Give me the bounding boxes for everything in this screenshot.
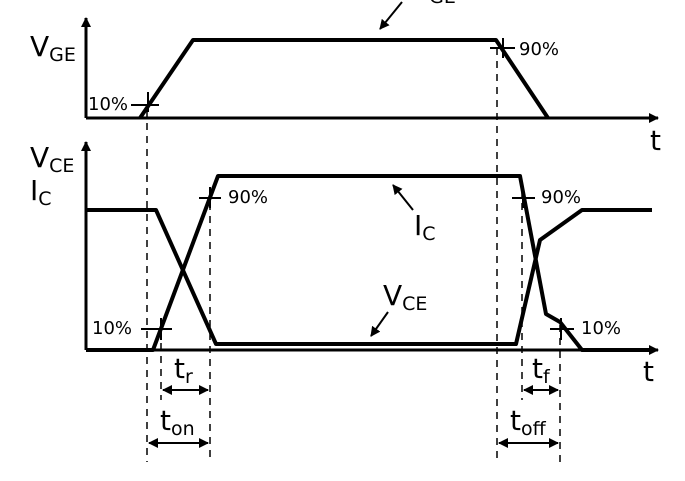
reference-lines bbox=[146, 48, 561, 462]
top-y-axis-label: VGE bbox=[30, 30, 76, 66]
tr-label: tr bbox=[174, 352, 193, 388]
vce-waveform bbox=[86, 208, 652, 346]
vge-pointer-arrow bbox=[379, 1, 403, 30]
bottom-y-axis-label-vce: VCE bbox=[30, 141, 74, 177]
ic-10-off-label: 10% bbox=[581, 318, 621, 339]
vce-pointer-arrow bbox=[370, 311, 389, 337]
top-x-axis-label: t bbox=[650, 124, 661, 157]
ic-10-label: 10% bbox=[92, 318, 132, 339]
vce-curve-label: VCE bbox=[383, 279, 427, 315]
vge-90-label: 90% bbox=[519, 39, 559, 60]
ic-curve-label: IC bbox=[414, 209, 436, 245]
intervals: tr tf ton toff bbox=[148, 352, 559, 448]
toff-label: toff bbox=[510, 404, 547, 440]
vge-10-label: 10% bbox=[88, 94, 128, 115]
ton-label: ton bbox=[160, 404, 195, 440]
vge-waveform bbox=[138, 38, 550, 120]
bottom-graph: t VCE IC 90% 10% 90% 10% IC VCE bbox=[30, 141, 659, 388]
ic-90-off-label: 90% bbox=[541, 187, 581, 208]
ic-waveform bbox=[86, 174, 650, 352]
ic-pointer-arrow bbox=[392, 184, 414, 211]
tf-label: tf bbox=[532, 352, 551, 388]
bottom-x-axis-label: t bbox=[643, 355, 654, 388]
ic-90-label: 90% bbox=[228, 187, 268, 208]
bottom-y-axis-label-ic: IC bbox=[30, 174, 52, 210]
vge-curve-label: VGE bbox=[410, 0, 456, 8]
top-graph: t VGE 10% 90% VGE bbox=[30, 0, 661, 157]
